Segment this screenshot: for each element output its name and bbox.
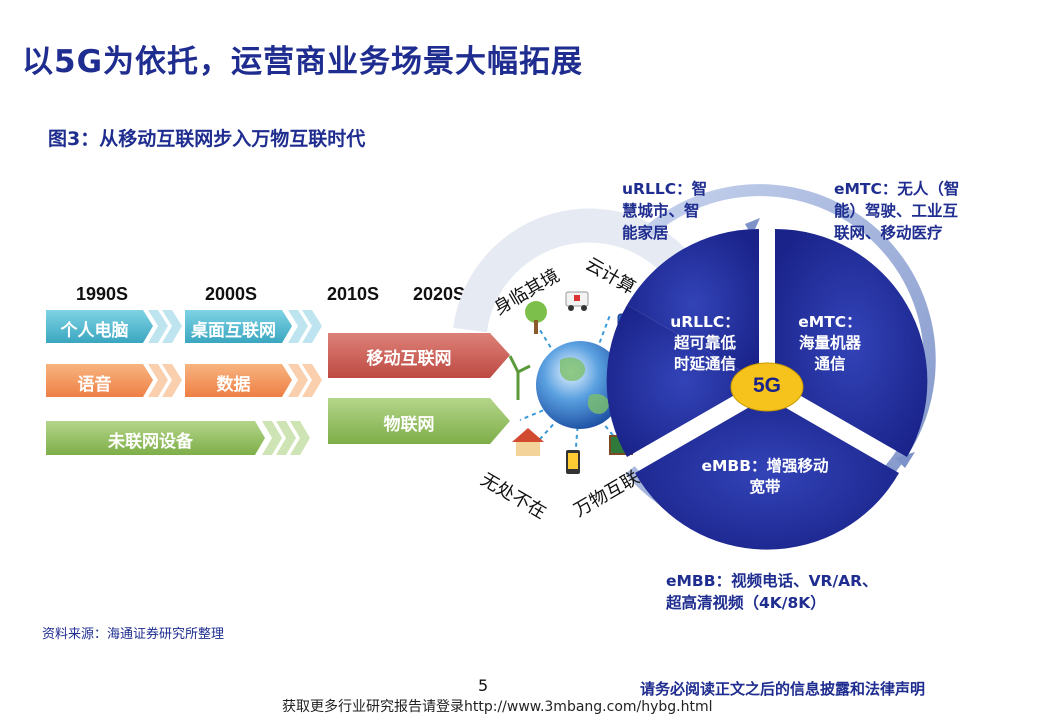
ring-arrow-top bbox=[745, 218, 760, 236]
ambulance-icon bbox=[565, 291, 589, 311]
bar-label-pc: 个人电脑 bbox=[60, 321, 129, 341]
pie-text-embb: eMBB：增强移动 宽带 bbox=[701, 457, 829, 496]
year-1990s: 1990S bbox=[76, 284, 129, 304]
bar-voice bbox=[46, 364, 153, 397]
wind-turbine-icon bbox=[508, 355, 531, 400]
bar-label-unconnected: 未联网设备 bbox=[108, 432, 193, 452]
source-note: 资料来源：海通证券研究所整理 bbox=[42, 627, 225, 642]
tree-icon bbox=[525, 301, 547, 334]
bar-label-desktop: 桌面互联网 bbox=[191, 321, 276, 341]
figure-caption: 图3：从移动互联网步入万物互联时代 bbox=[48, 128, 366, 150]
year-2020s: 2020S bbox=[413, 284, 466, 304]
bar-label-iot: 物联网 bbox=[383, 415, 435, 435]
year-2010s: 2010S bbox=[327, 284, 380, 304]
callout-emtc: eMTC：无人（智 能）驾驶、工业互 联网、移动医疗 bbox=[834, 180, 960, 242]
year-2000s: 2000S bbox=[205, 284, 258, 304]
bar-desktop-internet bbox=[185, 310, 292, 343]
phone-icon bbox=[566, 450, 580, 474]
pie-segment-embb bbox=[635, 397, 899, 550]
bar-label-voice: 语音 bbox=[77, 375, 112, 395]
pie-text-urllc: uRLLC： 超可靠低 时延通信 bbox=[670, 313, 740, 373]
chevrons-voice bbox=[148, 364, 182, 397]
page-number: 5 bbox=[478, 676, 489, 695]
bar-pc bbox=[46, 310, 153, 343]
bar-iot bbox=[328, 398, 510, 444]
legal-disclaimer: 请务必阅读正文之后的信息披露和法律声明 bbox=[640, 680, 926, 698]
page-title: 以5G为依托，运营商业务场景大幅拓展 bbox=[22, 44, 584, 80]
center-5g-badge bbox=[730, 362, 804, 412]
bar-data bbox=[185, 364, 292, 397]
callout-embb: eMBB：视频电话、VR/AR、 超高清视频（4K/8K） bbox=[666, 572, 878, 612]
bar-unconnected bbox=[46, 421, 265, 455]
bar-label-mobile: 移动互联网 bbox=[366, 349, 452, 369]
chevrons-data bbox=[288, 364, 322, 397]
bar-label-data: 数据 bbox=[216, 375, 251, 395]
pie-segment-emtc bbox=[775, 228, 928, 457]
center-5g-label: 5G bbox=[752, 374, 781, 397]
footer-url-line[interactable]: 获取更多行业研究报告请登录http://www.3mbang.com/hybg.… bbox=[282, 699, 713, 715]
bar-mobile-internet bbox=[328, 333, 510, 378]
house-icon bbox=[512, 428, 544, 456]
chevrons-unconnected bbox=[262, 421, 310, 455]
pie-segment-urllc bbox=[627, 228, 759, 381]
pie-text-emtc: eMTC： 海量机器 通信 bbox=[798, 313, 862, 373]
chevrons-pc bbox=[148, 310, 182, 343]
ring-arrow-right bbox=[895, 452, 915, 468]
chevrons-desktop bbox=[288, 310, 322, 343]
callout-urllc: uRLLC：智 慧城市、智 能家居 bbox=[622, 180, 708, 242]
